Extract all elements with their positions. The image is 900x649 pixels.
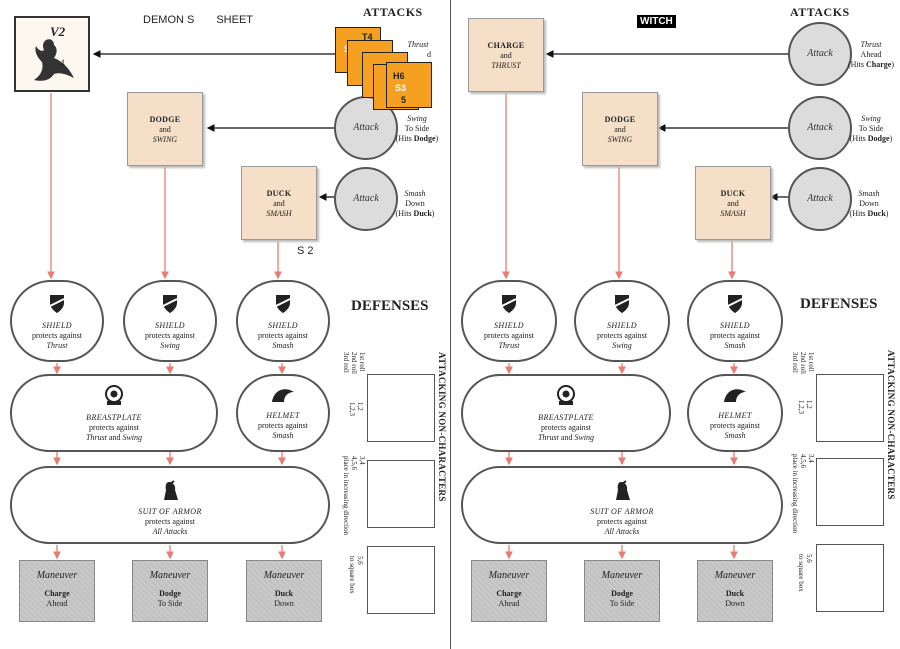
demon-counter[interactable]: V2 4 bbox=[14, 16, 90, 92]
breastplate-icon bbox=[105, 385, 123, 405]
attack-circle-smash[interactable]: Attack bbox=[788, 167, 852, 231]
roll-box-3[interactable] bbox=[816, 544, 884, 612]
right-connectors bbox=[502, 50, 788, 560]
shield-icon bbox=[49, 295, 65, 313]
attacks-heading: ATTACKS bbox=[363, 5, 423, 19]
defenses-heading: DEFENSES bbox=[351, 298, 429, 314]
sheet-title: WITCH bbox=[637, 15, 676, 28]
counter-value-top: V2 bbox=[50, 24, 66, 39]
sheet-divider bbox=[450, 0, 451, 649]
counter-value-bottom: 4 bbox=[60, 58, 65, 68]
helmet-icon bbox=[724, 389, 746, 402]
roll-box-1[interactable] bbox=[816, 374, 884, 442]
attack-circle-thrust[interactable]: Attack bbox=[788, 22, 852, 86]
breastplate-icon bbox=[557, 385, 575, 405]
left-connectors bbox=[47, 50, 335, 560]
defenses-heading: DEFENSES bbox=[800, 296, 878, 312]
attack-circle-smash[interactable]: Attack bbox=[334, 167, 398, 231]
attack-counter-5[interactable]: H6 S3 5 bbox=[386, 62, 432, 108]
side-title: ATTACKING NON-CHARACTERS bbox=[437, 352, 447, 502]
shield-icon bbox=[614, 295, 630, 313]
chit-label: S 2 bbox=[297, 245, 314, 257]
roll-box-2[interactable] bbox=[367, 460, 435, 528]
roll-box-2[interactable] bbox=[816, 458, 884, 526]
attack-circle-swing[interactable]: Attack bbox=[788, 96, 852, 160]
shield-icon bbox=[501, 295, 517, 313]
shield-icon bbox=[162, 295, 178, 313]
side-title: ATTACKING NON-CHARACTERS bbox=[886, 350, 896, 500]
demon-icon bbox=[34, 39, 74, 81]
armor-icon bbox=[616, 480, 630, 500]
roll-box-1[interactable] bbox=[367, 374, 435, 442]
shield-icon bbox=[727, 295, 743, 313]
helmet-icon bbox=[272, 389, 294, 402]
roll-box-3[interactable] bbox=[367, 546, 435, 614]
armor-icon bbox=[164, 480, 178, 500]
shield-icon bbox=[275, 295, 291, 313]
attacks-heading: ATTACKS bbox=[790, 5, 850, 19]
